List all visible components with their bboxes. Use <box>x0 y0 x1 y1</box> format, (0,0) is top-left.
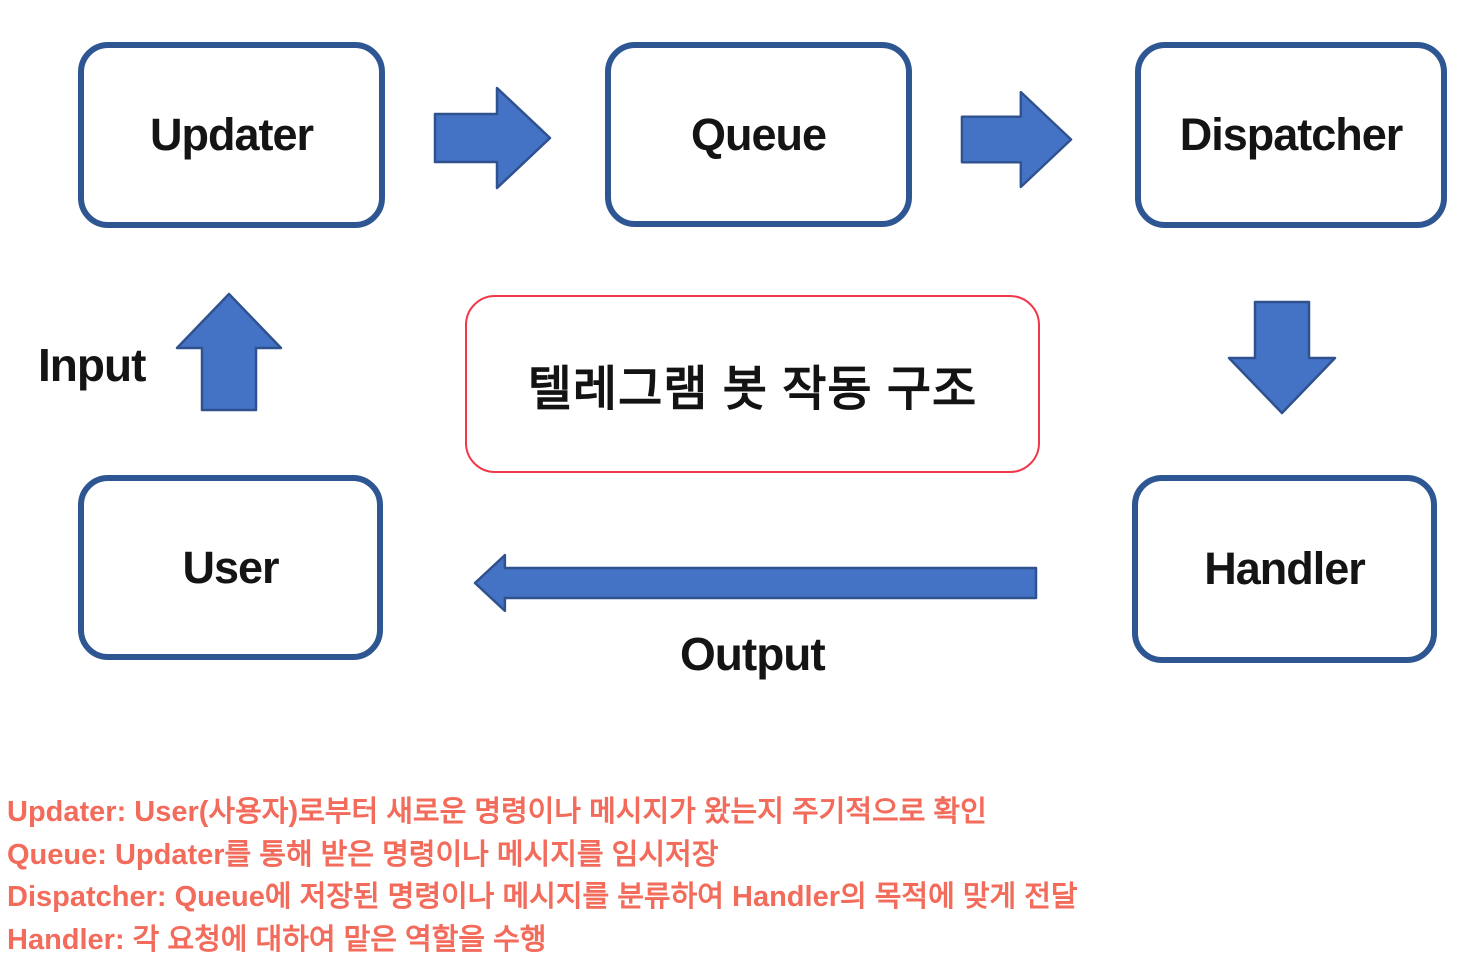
node-updater-label: Updater <box>149 109 314 160</box>
notes-block: Updater: User(사용자)로부터 새로운 명령이나 메시지가 왔는지 … <box>7 791 1457 961</box>
node-updater: Updater <box>78 42 385 228</box>
note-line-queue: Queue: Updater를 통해 받은 명령이나 메시지를 임시저장 <box>7 838 719 871</box>
note-line-updater: Updater: User(사용자)로부터 새로운 명령이나 메시지가 왔는지 … <box>7 796 987 828</box>
node-handler-label: Handler <box>1204 543 1366 594</box>
arrow-right-icon <box>960 90 1073 189</box>
node-dispatcher-label: Dispatcher <box>1179 109 1404 160</box>
diagram-title: 텔레그램 봇 작동 구조 <box>527 363 978 416</box>
input-flow-label: Input <box>38 339 146 391</box>
note-line-dispatcher: Dispatcher: Queue에 저장된 명령이나 메시지를 분류하여 Ha… <box>7 881 1078 913</box>
node-user: User <box>78 475 383 660</box>
arrow-left-icon <box>473 553 1038 613</box>
arrow-up-icon <box>175 292 283 412</box>
note-line-handler: Handler: 각 요청에 대하여 맡은 역할을 수행 <box>7 923 547 956</box>
node-dispatcher: Dispatcher <box>1135 42 1447 228</box>
diagram-title-box: 텔레그램 봇 작동 구조 <box>465 295 1040 473</box>
node-queue-label: Queue <box>690 108 827 160</box>
arrow-right-icon <box>433 86 552 190</box>
node-user-label: User <box>182 541 279 593</box>
arrow-down-icon <box>1227 300 1337 415</box>
node-handler: Handler <box>1132 475 1437 663</box>
output-flow-label: Output <box>680 628 826 680</box>
node-queue: Queue <box>605 42 912 227</box>
